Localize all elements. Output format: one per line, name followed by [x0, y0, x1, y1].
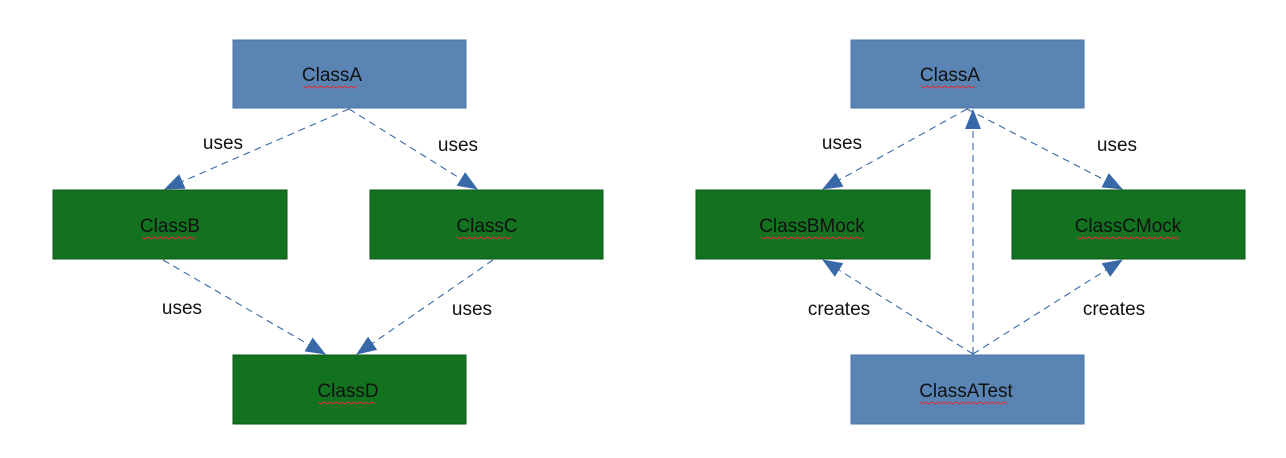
spellcheck-underline: [302, 85, 358, 89]
class-c-node[interactable]: ClassC: [369, 189, 604, 260]
spellcheck-underline: [760, 236, 864, 240]
edge-label-test-to-b-mock: creates: [808, 299, 870, 320]
edge-label-b-to-d: uses: [162, 298, 202, 319]
spellcheck-underline: [920, 85, 976, 89]
edge-label-a-to-b: uses: [203, 133, 243, 154]
class-c-mock-node[interactable]: ClassCMock: [1011, 189, 1246, 260]
class-d-box: [232, 354, 467, 425]
right-class-a-box: [850, 39, 1085, 109]
class-c-mock-label: ClassCMock: [1075, 216, 1182, 237]
class-a-node[interactable]: ClassA: [232, 39, 467, 109]
class-b-box: [52, 189, 288, 260]
edge-test-to-b-mock: [822, 259, 974, 355]
spellcheck-underline: [456, 236, 512, 240]
edge-a-to-c: [348, 108, 478, 190]
class-a-test-label: ClassATest: [919, 381, 1013, 402]
spellcheck-underline: [1076, 236, 1180, 240]
class-b-mock-label: ClassBMock: [759, 216, 865, 237]
right-class-a-label: ClassA: [920, 65, 981, 86]
edge-label-c-to-d: uses: [452, 299, 492, 320]
class-c-box: [369, 189, 604, 260]
class-b-label: ClassB: [140, 216, 200, 237]
edge-c-to-d: [356, 259, 494, 355]
class-a-test-node[interactable]: ClassATest: [850, 354, 1085, 425]
class-a-box: [232, 39, 467, 109]
edge-a-to-c-mock: [966, 108, 1123, 190]
edge-test-to-c-mock: [972, 259, 1123, 355]
spellcheck-underline: [919, 401, 1008, 405]
spellcheck-underline: [141, 236, 197, 240]
edge-b-to-d: [162, 259, 326, 355]
class-c-mock-box: [1011, 189, 1246, 260]
class-d-label: ClassD: [317, 381, 378, 402]
left-diagram: uses uses uses uses ClassA ClassB ClassC…: [52, 39, 604, 425]
edge-label-a-to-c-mock: uses: [1097, 135, 1137, 156]
class-b-mock-box: [695, 189, 931, 260]
right-class-a-node[interactable]: ClassA: [850, 39, 1085, 109]
class-d-node[interactable]: ClassD: [232, 354, 467, 425]
edge-a-to-b: [164, 108, 350, 190]
edge-label-test-to-c-mock: creates: [1083, 299, 1145, 320]
class-b-node[interactable]: ClassB: [52, 189, 288, 260]
edge-a-to-b-mock: [822, 108, 968, 190]
class-b-mock-node[interactable]: ClassBMock: [695, 189, 931, 260]
class-c-label: ClassC: [456, 216, 517, 237]
edge-label-a-to-b-mock: uses: [822, 133, 862, 154]
class-a-test-box: [850, 354, 1085, 425]
edge-label-a-to-c: uses: [438, 135, 478, 156]
spellcheck-underline: [317, 401, 376, 405]
class-a-label: ClassA: [302, 65, 363, 86]
right-diagram: uses uses creates creates ClassA ClassBM…: [695, 39, 1246, 425]
